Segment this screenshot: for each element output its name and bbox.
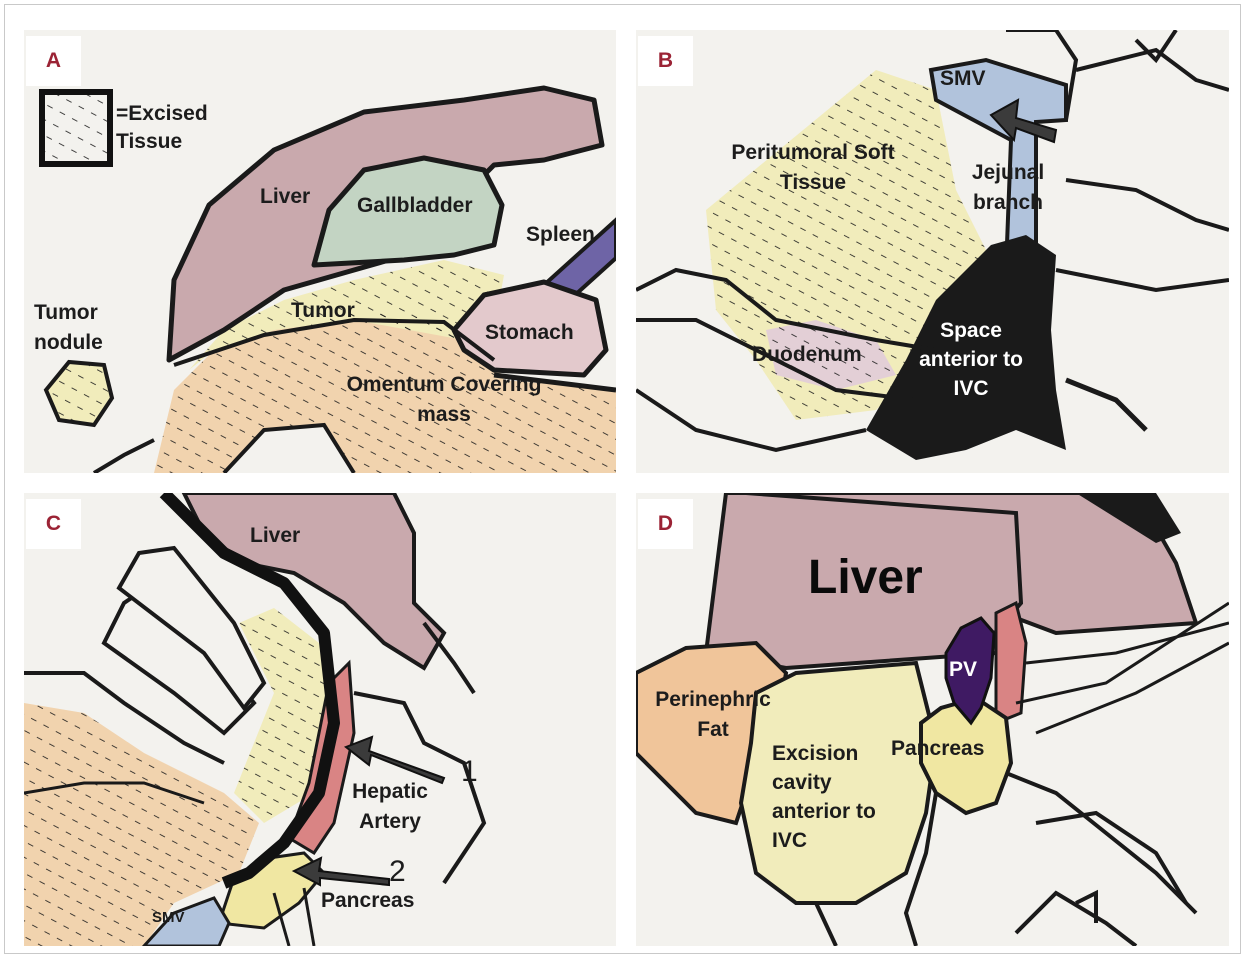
panel-b-badge: B [638, 36, 693, 86]
label-pancreas: Pancreas [891, 734, 984, 763]
panel-c: C Liver Hepatic Artery Pancreas SMV 1 2 [24, 493, 616, 946]
label-pv: PV [949, 655, 977, 684]
label-pancreas: Pancreas [321, 886, 414, 915]
label-excision-cavity: Excision cavity anterior to IVC [772, 739, 884, 855]
label-spleen: Spleen [526, 220, 595, 249]
label-space-anterior-ivc: Space anterior to IVC [911, 316, 1031, 403]
label-stomach: Stomach [485, 318, 574, 347]
label-peritumoral: Peritumoral Soft Tissue [728, 138, 898, 198]
label-hepatic-artery: Hepatic Artery [340, 777, 440, 837]
panel-d-badge: D [638, 499, 693, 549]
panel-d: D Liver PV Perinephric Fat Pancreas Exci… [636, 493, 1229, 946]
panel-a-badge: A [26, 36, 81, 86]
panel-c-drawing [24, 493, 616, 946]
label-jejunal: Jejunal branch [958, 158, 1058, 218]
label-duodenum: Duodenum [752, 340, 862, 369]
label-smv: SMV [152, 908, 185, 928]
label-liver: Liver [808, 551, 923, 605]
label-number-2: 2 [389, 857, 406, 886]
label-perinephric: Perinephric Fat [638, 685, 788, 745]
label-gallbladder: Gallbladder [357, 191, 473, 220]
panel-a: A =Excised Tissue Liver Gallbladder Sple… [24, 30, 616, 473]
label-liver: Liver [260, 182, 310, 211]
label-omentum: Omentum Covering mass [344, 370, 544, 430]
label-smv: SMV [940, 64, 986, 93]
label-number-1: 1 [461, 757, 478, 786]
legend-label: =Excised Tissue [116, 100, 236, 156]
label-liver: Liver [250, 521, 300, 550]
label-tumor: Tumor [291, 296, 355, 325]
panel-b-drawing [636, 30, 1229, 473]
panel-c-badge: C [26, 499, 81, 549]
artery-region [996, 603, 1026, 723]
panel-b: B SMV Peritumoral Soft Tissue Jejunal br… [636, 30, 1229, 473]
label-tumor-nodule: Tumor nodule [34, 298, 129, 358]
